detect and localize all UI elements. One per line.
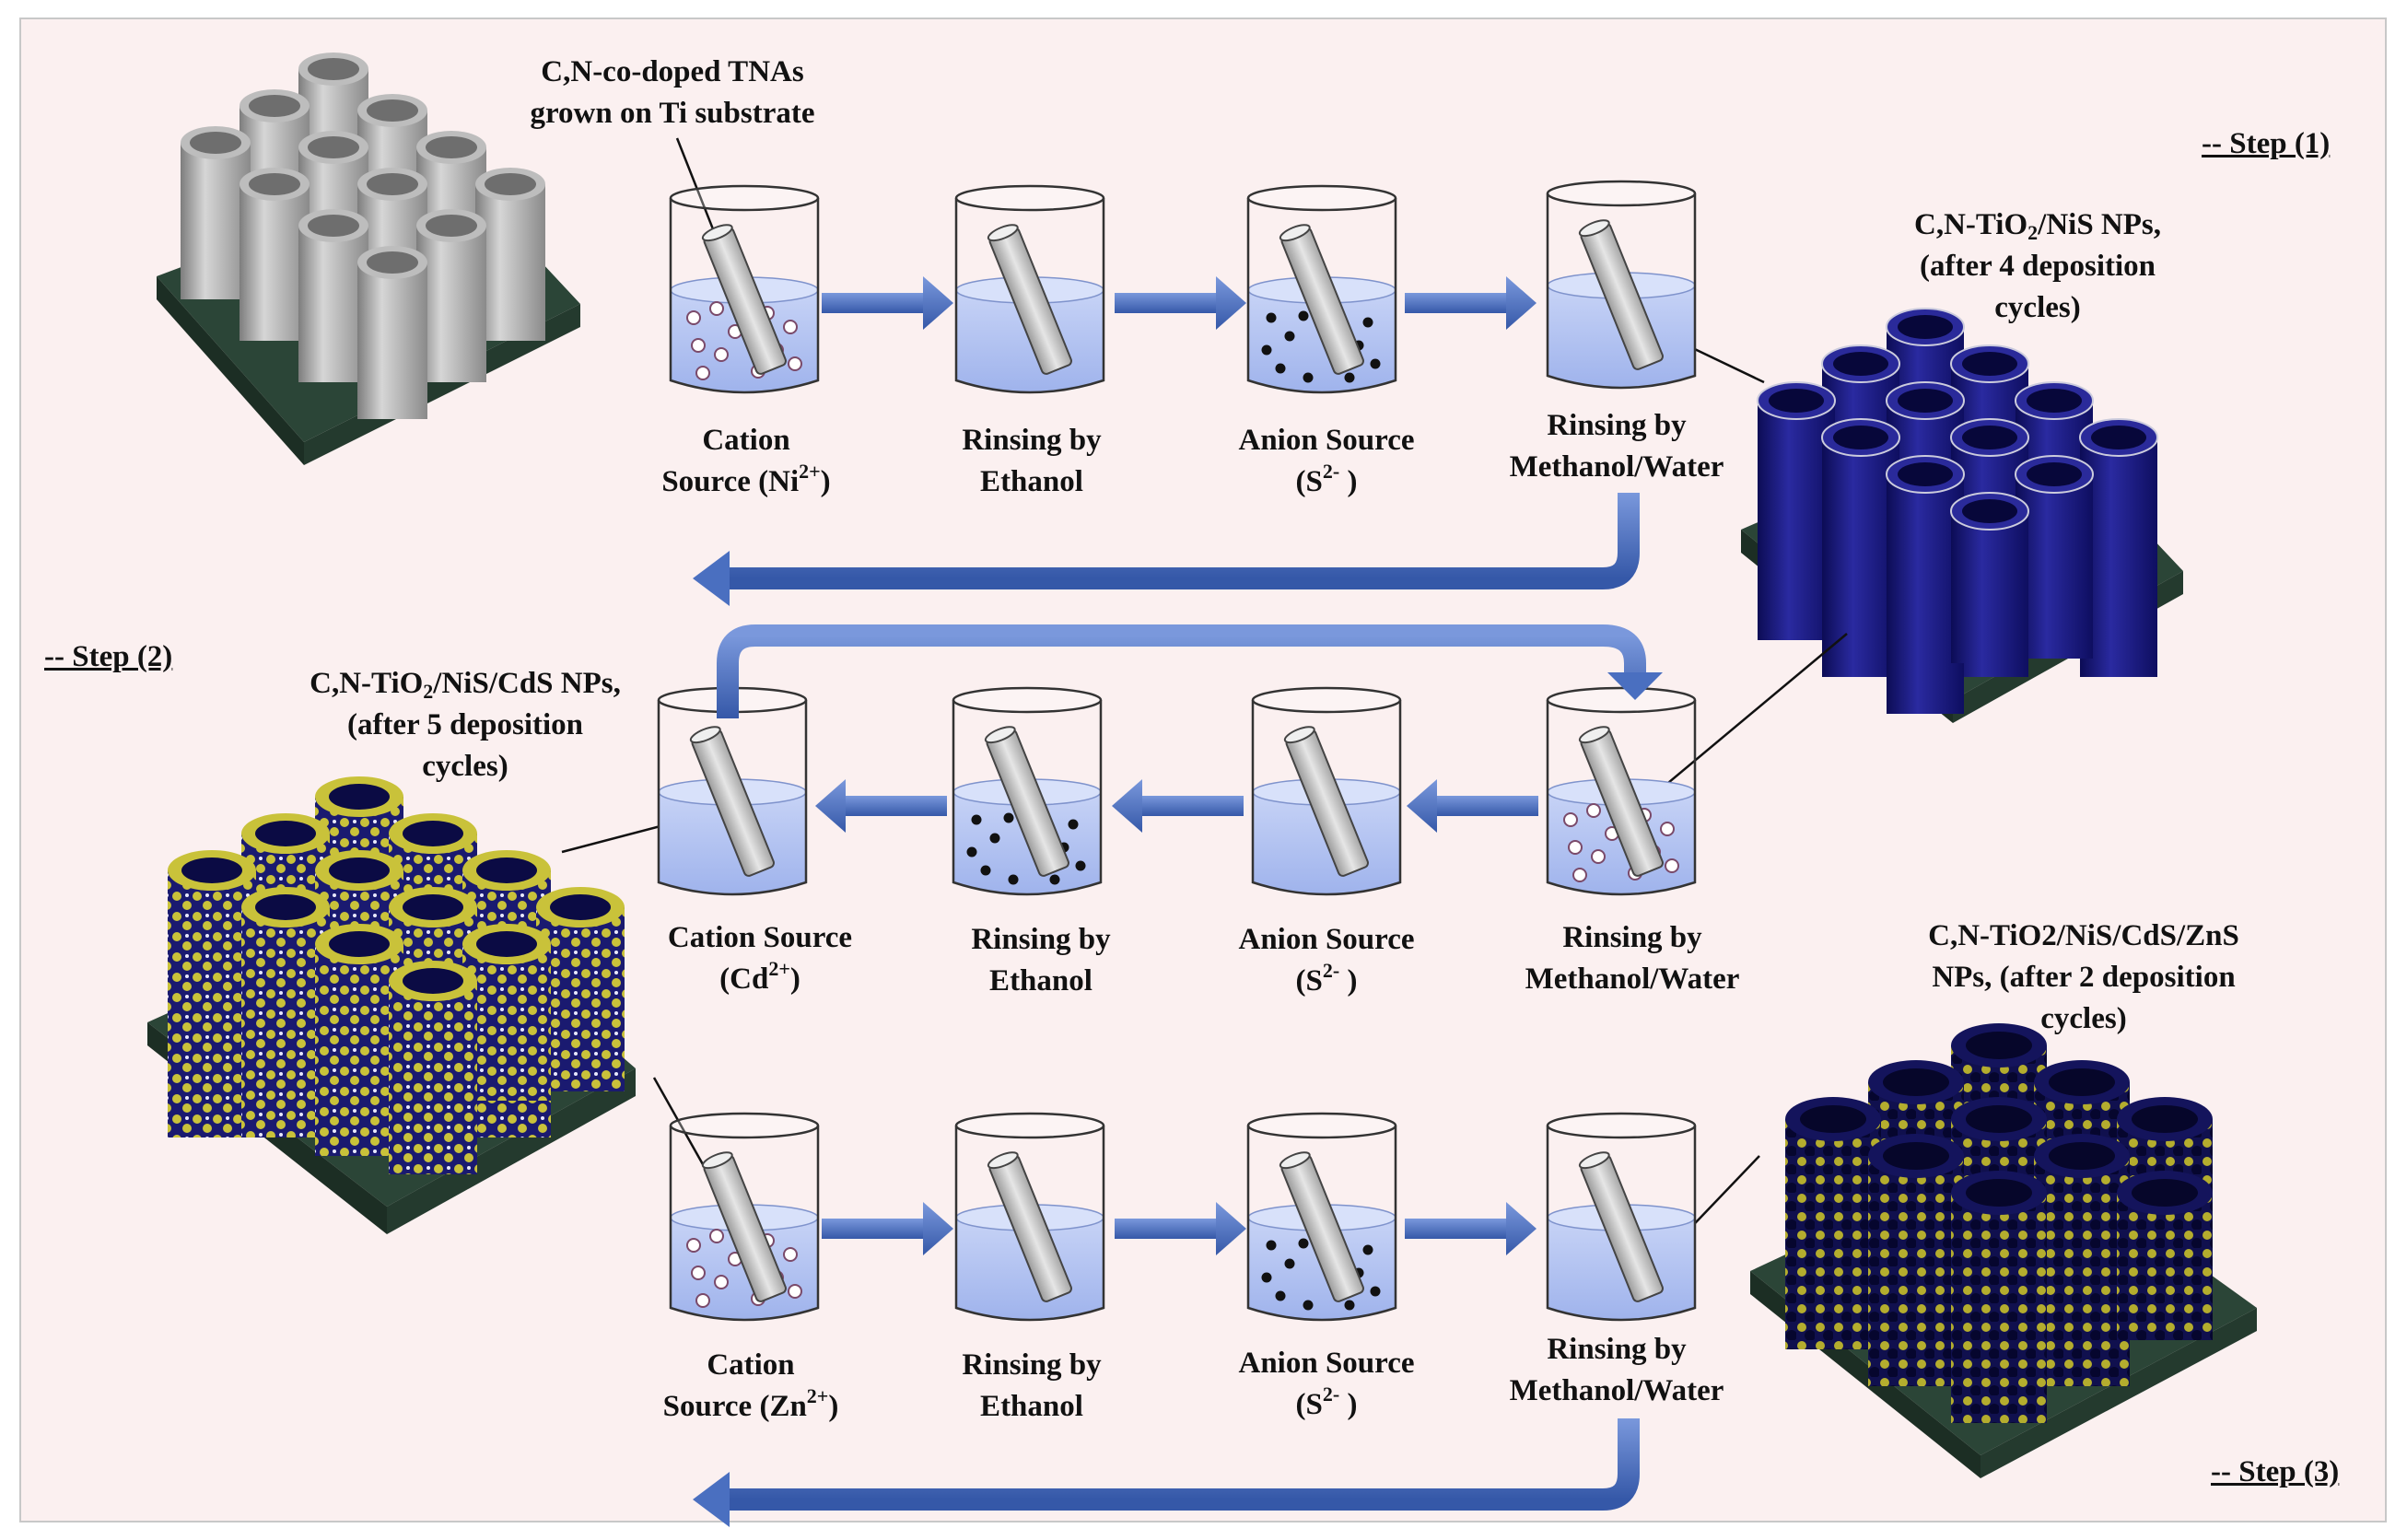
- beaker-row3-methanol: [1546, 1112, 1697, 1322]
- start-line1: C,N-co-doped TNAs: [541, 55, 804, 88]
- arrow-row1-1: [822, 276, 953, 330]
- beaker-row2-ethanol: [952, 686, 1103, 896]
- zns-line2: NPs, (after 2 deposition: [1932, 961, 2236, 994]
- nis-line2: (after 4 deposition: [1919, 250, 2156, 283]
- row1-ethanol-label: Rinsing by Ethanol: [962, 424, 1102, 498]
- arrow-row2-2: [1112, 779, 1244, 833]
- nis-line1: C,N-TiO2/NiS NPs,: [1913, 208, 2162, 244]
- arrow-row3-3: [1405, 1202, 1537, 1255]
- arrow-row2-3: [1407, 779, 1538, 833]
- plain-tna-array: [157, 52, 580, 465]
- row3-methanol-label: Rinsing by Methanol/Water: [1509, 1333, 1724, 1407]
- row1-anion-label: Anion Source (S2- ): [1238, 424, 1415, 498]
- row2-anion-label: Anion Source (S2- ): [1238, 923, 1415, 998]
- row2-methanol-label: Rinsing by Methanol/Water: [1525, 921, 1740, 996]
- flow-arrows: [693, 276, 1663, 1527]
- cds-line3: cycles): [422, 750, 508, 783]
- cds-annotation: C,N-TiO2/NiS/CdS NPs, (after 5 depositio…: [310, 663, 621, 788]
- row1-methanol-label: Rinsing by Methanol/Water: [1509, 409, 1724, 484]
- cds-line2: (after 5 deposition: [346, 708, 584, 741]
- return-loop-row1: [728, 493, 1640, 589]
- step1-label: -- Step (1): [2202, 127, 2331, 160]
- beaker-row1-cation: [669, 184, 820, 394]
- loop-row2-head: [1607, 672, 1663, 700]
- beaker-row1-methanol: [1546, 180, 1697, 390]
- nis-line3: cycles): [1994, 291, 2081, 324]
- beaker-row1-anion: [1246, 184, 1397, 394]
- zns-tna-array: [1750, 1023, 2257, 1478]
- cds-line1: C,N-TiO2/NiS/CdS NPs,: [310, 667, 621, 703]
- step2-label: -- Step (2): [44, 640, 173, 673]
- beaker-row2-methanol: [1546, 686, 1697, 896]
- beaker-row2-cation: [657, 686, 808, 896]
- row3-ethanol-label: Rinsing by Ethanol: [962, 1348, 1102, 1423]
- return-loop-row3-head: [693, 1472, 730, 1527]
- zns-annotation: C,N-TiO2/NiS/CdS/ZnS NPs, (after 2 depos…: [1928, 916, 2239, 1040]
- row2-ethanol-label: Rinsing by Ethanol: [971, 923, 1111, 998]
- beaker-row1-ethanol: [954, 184, 1105, 394]
- beaker-row3-anion: [1246, 1112, 1397, 1322]
- return-loop-row3: [728, 1418, 1640, 1511]
- cds-tna-array: [147, 776, 636, 1234]
- zns-line3: cycles): [2040, 1002, 2127, 1035]
- nis-tna-array: [1741, 308, 2183, 723]
- arrow-row1-2: [1115, 276, 1246, 330]
- beaker-row3-cation: [669, 1112, 820, 1322]
- row3-anion-label: Anion Source (S2- ): [1238, 1347, 1415, 1421]
- row1-cation-label: Cation Source (Ni2+): [661, 424, 831, 498]
- start-annotation: C,N-co-doped TNAs grown on Ti substrate: [531, 52, 815, 134]
- nis-annotation: C,N-TiO2/NiS NPs, (after 4 deposition cy…: [1914, 204, 2161, 329]
- arrow-row3-2: [1115, 1202, 1246, 1255]
- row3-cation-label: Cation Source (Zn2+): [662, 1348, 839, 1423]
- arrow-row1-3: [1405, 276, 1537, 330]
- loop-row2: [717, 624, 1646, 718]
- return-loop-row1-head: [693, 551, 730, 606]
- arrow-row2-1: [815, 779, 947, 833]
- beakers: [657, 180, 1697, 1322]
- beaker-row3-ethanol: [954, 1112, 1105, 1322]
- row2-cation-label: Cation Source (Cd2+): [667, 921, 853, 996]
- start-line2: grown on Ti substrate: [530, 97, 815, 130]
- arrow-row3-1: [822, 1202, 953, 1255]
- beaker-row2-anion: [1251, 686, 1402, 896]
- step3-label: -- Step (3): [2211, 1455, 2340, 1488]
- zns-line1: C,N-TiO2/NiS/CdS/ZnS: [1928, 919, 2239, 952]
